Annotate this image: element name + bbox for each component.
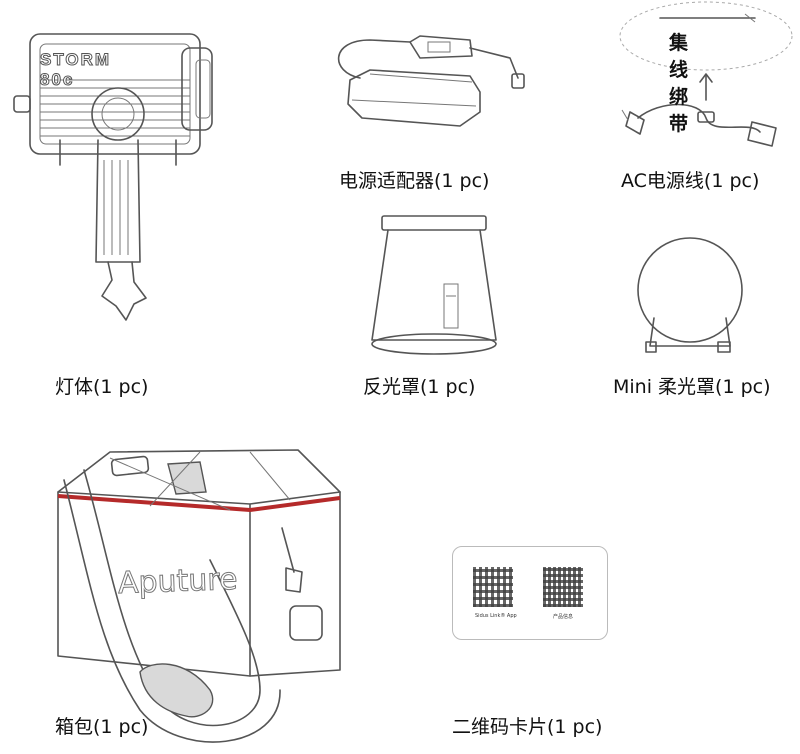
ac-cable-label: AC电源线(1 pc) bbox=[621, 170, 760, 192]
light-model-text: STORM 80c bbox=[39, 50, 112, 90]
light-body-label: 灯体(1 pc) bbox=[55, 376, 149, 398]
power-adapter-label: 电源适配器(1 pc) bbox=[339, 170, 490, 192]
qr-left-caption: Sidus Link® App bbox=[475, 613, 517, 619]
qr-code-left bbox=[473, 567, 513, 607]
bag-brand-text: Aputure bbox=[117, 561, 239, 602]
bag-label: 箱包(1 pc) bbox=[55, 716, 149, 738]
mini-softbox-label: Mini 柔光罩(1 pc) bbox=[613, 376, 771, 398]
qr-card-label: 二维码卡片(1 pc) bbox=[452, 716, 603, 738]
reflector-label: 反光罩(1 pc) bbox=[363, 376, 476, 398]
cable-tie-text: 集线绑带 bbox=[669, 32, 689, 135]
qr-right-caption: 产品信息 bbox=[553, 614, 574, 620]
qr-card: Sidus Link® App 产品信息 bbox=[452, 546, 608, 640]
qr-code-right bbox=[543, 567, 583, 607]
